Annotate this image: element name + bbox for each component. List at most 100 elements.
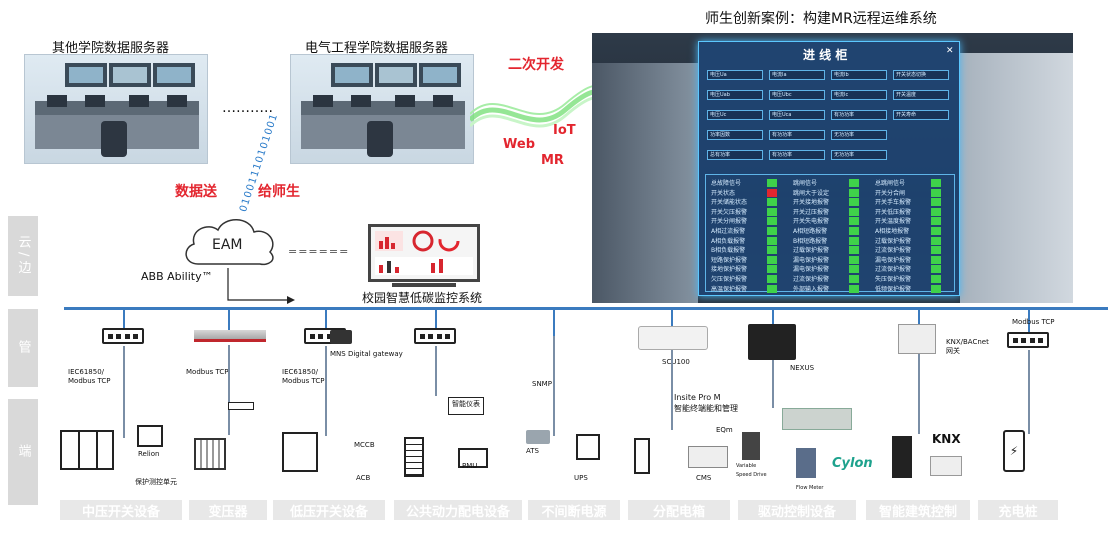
rack-device-icon xyxy=(194,330,266,342)
mr-metric: 电流Ic xyxy=(831,90,887,100)
mr-status-label: 过流保护报警 xyxy=(875,266,912,274)
mr-status-indicator xyxy=(849,227,859,235)
vsd-device-icon xyxy=(742,432,760,460)
knx-bacnet-label: KNX/BACnet 网关 xyxy=(946,338,989,355)
cms-device-icon xyxy=(688,446,728,468)
mr-close-button[interactable]: ✕ xyxy=(946,46,954,56)
mr-status-label: 高温保护报警 xyxy=(711,285,748,293)
mr-status-label: 开关过压报警 xyxy=(793,208,830,216)
mr-metric: 电流Ib xyxy=(831,70,887,80)
mr-metric: 电压Uc xyxy=(707,110,763,120)
mr-status-label: 漏电保护报警 xyxy=(793,266,830,274)
category-power-distribution: 公共动力配电设备 xyxy=(394,500,522,520)
temp-sensor-icon xyxy=(228,402,254,410)
connector xyxy=(435,346,437,396)
mr-status-indicator xyxy=(931,217,941,226)
bus-drop xyxy=(1028,310,1030,332)
gateway-device-icon xyxy=(330,330,352,344)
mr-status-label: 接地保护报警 xyxy=(711,266,748,274)
acb-label: ACB xyxy=(356,474,371,482)
power-distribution-icon xyxy=(404,437,424,477)
mr-status-label: 过载保护报警 xyxy=(875,237,912,245)
mr-status-indicator xyxy=(849,246,859,255)
ups-label: UPS xyxy=(574,474,588,482)
mr-status-indicator xyxy=(767,179,777,187)
connector xyxy=(772,360,774,408)
mr-status-indicator xyxy=(849,217,859,226)
control-room-illustration-icon xyxy=(301,63,465,157)
mr-status-label: B相负载报警 xyxy=(711,247,746,255)
mr-status-label: 欠压保护报警 xyxy=(711,276,748,283)
knx-logo: KNX xyxy=(932,432,961,446)
category-transformer: 变压器 xyxy=(189,500,267,520)
mr-status-label: 短路保护报警 xyxy=(711,256,748,264)
abb-ability-label: ABB Ability™ xyxy=(141,270,213,283)
mr-status-indicator xyxy=(849,179,859,187)
cabinet-right xyxy=(960,53,1073,303)
mr-status-label: 开关失电报警 xyxy=(793,218,830,226)
mr-status-indicator xyxy=(767,284,777,293)
mr-status-indicator xyxy=(767,236,777,245)
mr-status-label: 开关分闸报警 xyxy=(711,218,748,226)
mr-status-indicator xyxy=(767,255,777,264)
mr-status-label: 总故障信号 xyxy=(711,180,742,187)
connector xyxy=(671,350,673,430)
bus-drop xyxy=(123,310,125,328)
mr-status-label: 跳闸信号 xyxy=(793,180,818,187)
cloud-arrow-icon xyxy=(227,268,295,304)
mr-status-label: A相过流报警 xyxy=(711,228,746,235)
mr-status-indicator xyxy=(931,188,941,197)
mr-status-indicator xyxy=(849,255,859,264)
transformer-icon xyxy=(194,438,226,470)
charging-station-icon: ⚡ xyxy=(1003,430,1025,472)
mr-status-indicator xyxy=(849,275,859,283)
plc-device-icon xyxy=(782,408,852,430)
mr-metric: 开关温度 xyxy=(893,90,949,100)
lv-switchgear-icon xyxy=(282,432,318,472)
mr-status-indicator xyxy=(849,198,859,207)
connector xyxy=(123,346,125,438)
bus-drop xyxy=(918,310,920,324)
modbus-tcp-label-1: Modbus TCP xyxy=(186,368,229,376)
eq-label: EQm xyxy=(716,426,733,434)
category-charging: 充电桩 xyxy=(978,500,1058,520)
mr-status-label: 开关手车报警 xyxy=(875,199,912,207)
network-switch-icon xyxy=(1007,332,1049,348)
mr-heading: 进 线 柜 xyxy=(803,48,848,62)
mr-status-label: 开关低压报警 xyxy=(875,208,912,216)
bus-drop xyxy=(325,310,327,328)
mr-status-indicator xyxy=(931,207,941,216)
mr-remote-view: 进 线 柜 ✕ 电压Ua 电流Ia 电流Ib 开关状态切换 电压Uab 电压Ub… xyxy=(592,33,1073,303)
main-bus-line xyxy=(64,307,1108,310)
mr-metric: 有功功率 xyxy=(831,110,887,120)
mr-status-indicator xyxy=(767,188,777,197)
network-switch-icon xyxy=(102,328,144,344)
mr-metric: 电压Uca xyxy=(769,110,825,120)
building-controller-icon xyxy=(892,436,912,478)
mr-status-label: B相短路报警 xyxy=(793,237,828,245)
side-label-pipe: 管 xyxy=(8,309,38,387)
mr-status-indicator xyxy=(849,207,859,216)
mr-status-label: 开关分合闸 xyxy=(875,189,906,197)
meter-box-label: 智能仪表 xyxy=(452,400,480,408)
side-label-end: 端 xyxy=(8,399,38,505)
bus-drop xyxy=(228,310,230,330)
side-label-cloud-edge: 云/边 xyxy=(8,216,38,296)
mr-metric: 电压Ua xyxy=(707,70,763,80)
mr-metric: 无功功率 xyxy=(831,150,887,160)
category-distribution-box: 分配电箱 xyxy=(628,500,730,520)
protocol-label-iec1: IEC61850/ Modbus TCP xyxy=(68,368,111,385)
ats-device-icon xyxy=(526,430,550,444)
knx-device-icon xyxy=(930,456,962,476)
monitor-label: 校园智慧低碳监控系统 xyxy=(362,291,483,305)
to-students-label: 给师生 xyxy=(258,184,300,200)
distribution-box-icon xyxy=(634,438,650,474)
snmp-label: SNMP xyxy=(532,380,552,388)
control-room-illustration-icon xyxy=(35,63,199,157)
mr-metric: 开关寿命 xyxy=(893,110,949,120)
mr-status-label: A相负载报警 xyxy=(711,237,746,245)
mr-metric: 开关状态切换 xyxy=(893,70,949,80)
web-label: Web xyxy=(503,137,535,152)
meter-box-icon xyxy=(448,397,484,415)
mns-label: MNS Digital gateway xyxy=(330,350,403,358)
